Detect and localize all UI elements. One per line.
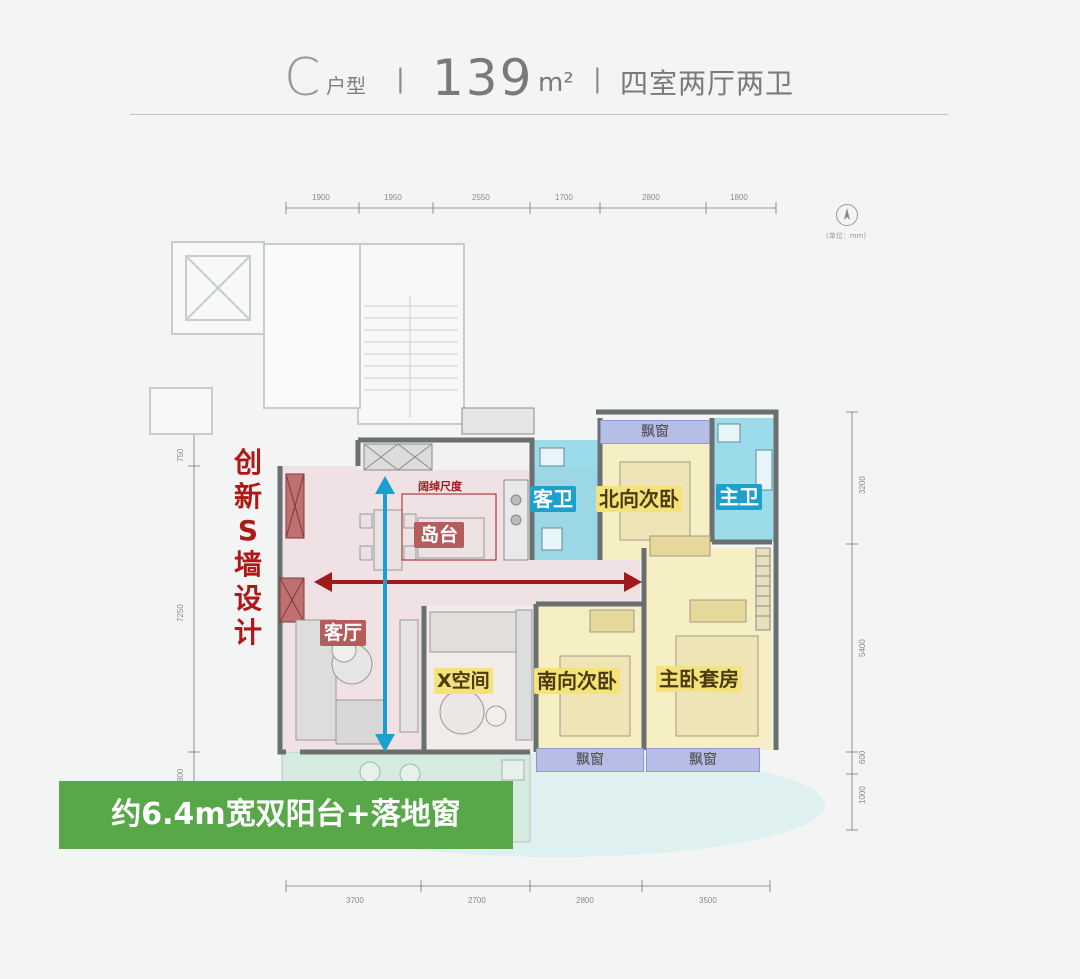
width-arrow: [314, 572, 642, 592]
x-space-furniture: [429, 609, 533, 741]
label-south-bedroom: 南向次卧: [534, 668, 620, 694]
living-furniture: [295, 619, 419, 745]
unit-type-letter: C: [284, 48, 321, 108]
dim-bottom-2: 2700: [468, 896, 486, 905]
dim-top-2: 1950: [384, 193, 402, 202]
wardrobe: [755, 547, 771, 631]
dim-bottom-3: 2800: [576, 896, 594, 905]
bay-window-south-left: 飘窗: [536, 748, 644, 772]
north-compass-icon: [836, 204, 858, 226]
island-boundary: [401, 493, 497, 561]
bay-window-north: 飘窗: [600, 420, 710, 444]
label-master-bath: 主卫: [716, 484, 762, 510]
s-wall-callout: 创新S墙设计: [233, 446, 262, 649]
balcony-banner: 约6.4m宽双阳台+落地窗: [59, 781, 513, 849]
dimension-lines: [188, 202, 858, 892]
unit-type-suffix: 户型: [326, 74, 366, 98]
label-living-room: 客厅: [320, 620, 367, 646]
s-wall-blocks: [279, 473, 305, 623]
title-divider-1: |: [396, 64, 405, 94]
area-number: 139: [432, 49, 534, 107]
depth-arrow: [375, 476, 395, 752]
label-guest-bath: 客卫: [530, 486, 576, 512]
label-island: 岛台: [414, 522, 465, 548]
building-core: [149, 241, 465, 435]
label-master-suite: 主卧套房: [656, 666, 742, 692]
dim-top-3: 2550: [472, 193, 490, 202]
title-divider-2: |: [593, 64, 602, 94]
unit-note: (单位：mm): [826, 232, 867, 240]
dim-top-6: 1800: [730, 193, 748, 202]
dim-top-1: 1900: [312, 193, 330, 202]
label-island-note: 阔绰尺度: [418, 480, 462, 493]
bath-fixtures: [539, 423, 773, 551]
stair-treads: [364, 296, 458, 418]
dim-bottom-1: 3700: [346, 896, 364, 905]
dim-bottom-4: 3500: [699, 896, 717, 905]
title-underline: [130, 114, 948, 115]
label-x-space: X空间: [434, 668, 493, 694]
area-unit: m²: [538, 68, 574, 98]
dim-top-4: 1700: [555, 193, 573, 202]
kitchen-fixtures: [363, 407, 535, 561]
title-bar: C 户型 | 139 m² | 四室两厅两卫: [0, 50, 1080, 110]
layout-description: 四室两厅两卫: [620, 67, 795, 100]
dim-top-5: 2800: [642, 193, 660, 202]
bay-window-south-right: 飘窗: [646, 748, 760, 772]
dining-set: [359, 509, 417, 571]
balcony-furniture: [359, 759, 525, 785]
label-north-bedroom: 北向次卧: [596, 486, 682, 512]
